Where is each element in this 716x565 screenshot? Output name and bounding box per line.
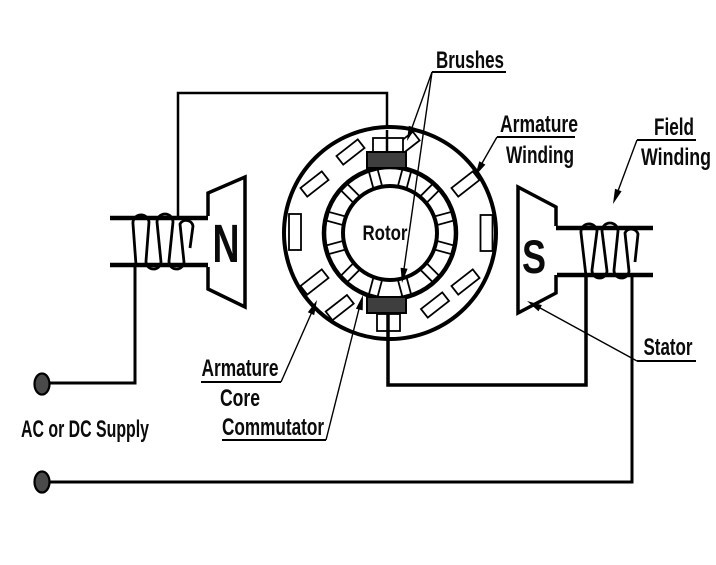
arrowhead-stator (527, 301, 542, 312)
slot (299, 268, 330, 296)
commutator-leader (325, 300, 362, 441)
arrowhead-commutator (355, 295, 363, 311)
field-winding-label-line2: Winding (641, 144, 711, 171)
armature-core-label-line1: Armature (202, 355, 279, 382)
arrowhead-brushes-top (407, 125, 416, 141)
slot (450, 170, 481, 198)
slot-east (479, 214, 494, 252)
armature-winding-label-line1: Armature (500, 111, 578, 138)
rotor-label: Rotor (363, 222, 408, 245)
armature-core-leader (280, 304, 316, 383)
top-brush (366, 151, 407, 169)
slot (450, 268, 481, 296)
commutator-label: Commutator (222, 414, 324, 441)
armature-winding-label-line2: Winding (506, 142, 574, 169)
labels-layer: Brushes Armature Winding Field Winding S… (21, 47, 711, 443)
brushes-leader-top (408, 71, 433, 137)
leader-arrowheads (307, 125, 622, 316)
wiring-layer (44, 91, 653, 484)
rotor-shaft-circle (341, 184, 439, 282)
left-supply-wire (44, 266, 137, 385)
supply-label: AC or DC Supply (21, 416, 149, 443)
bottom-supply-wire (44, 276, 634, 484)
left-field-coil (131, 212, 195, 271)
south-pole-label: S (522, 230, 546, 283)
arrowhead-armature-core (307, 300, 317, 316)
supply-terminal-top (33, 372, 51, 396)
south-pole-shoe (516, 184, 558, 316)
stator-leader (530, 302, 638, 362)
leader-lines (201, 71, 696, 441)
stator-label: Stator (644, 334, 693, 361)
bottom-brush (366, 296, 407, 314)
arrowhead-brushes-bottom (400, 267, 408, 283)
brushes-leader-bottom (402, 71, 433, 277)
brushes-label: Brushes (436, 47, 504, 74)
arrowhead-armature-winding (475, 161, 486, 176)
north-pole-shoe (206, 174, 247, 310)
slot (324, 293, 355, 322)
field-winding-leader (614, 139, 638, 200)
slot-west (288, 213, 302, 251)
right-field-coil (579, 221, 640, 280)
north-pole-label: N (213, 214, 240, 274)
supply-terminal-bottom (33, 470, 51, 494)
field-winding-label-line1: Field (654, 114, 694, 141)
slot (299, 170, 330, 198)
rotor-assembly: Rotor (282, 125, 498, 341)
slot (419, 291, 451, 319)
brush-assemblies (366, 130, 588, 387)
arrowhead-field-winding (613, 188, 622, 204)
bottom-link-wire (386, 275, 588, 387)
slot (335, 138, 366, 166)
top-link-wire (176, 91, 389, 218)
armature-core-label-line2: Core (220, 385, 260, 412)
